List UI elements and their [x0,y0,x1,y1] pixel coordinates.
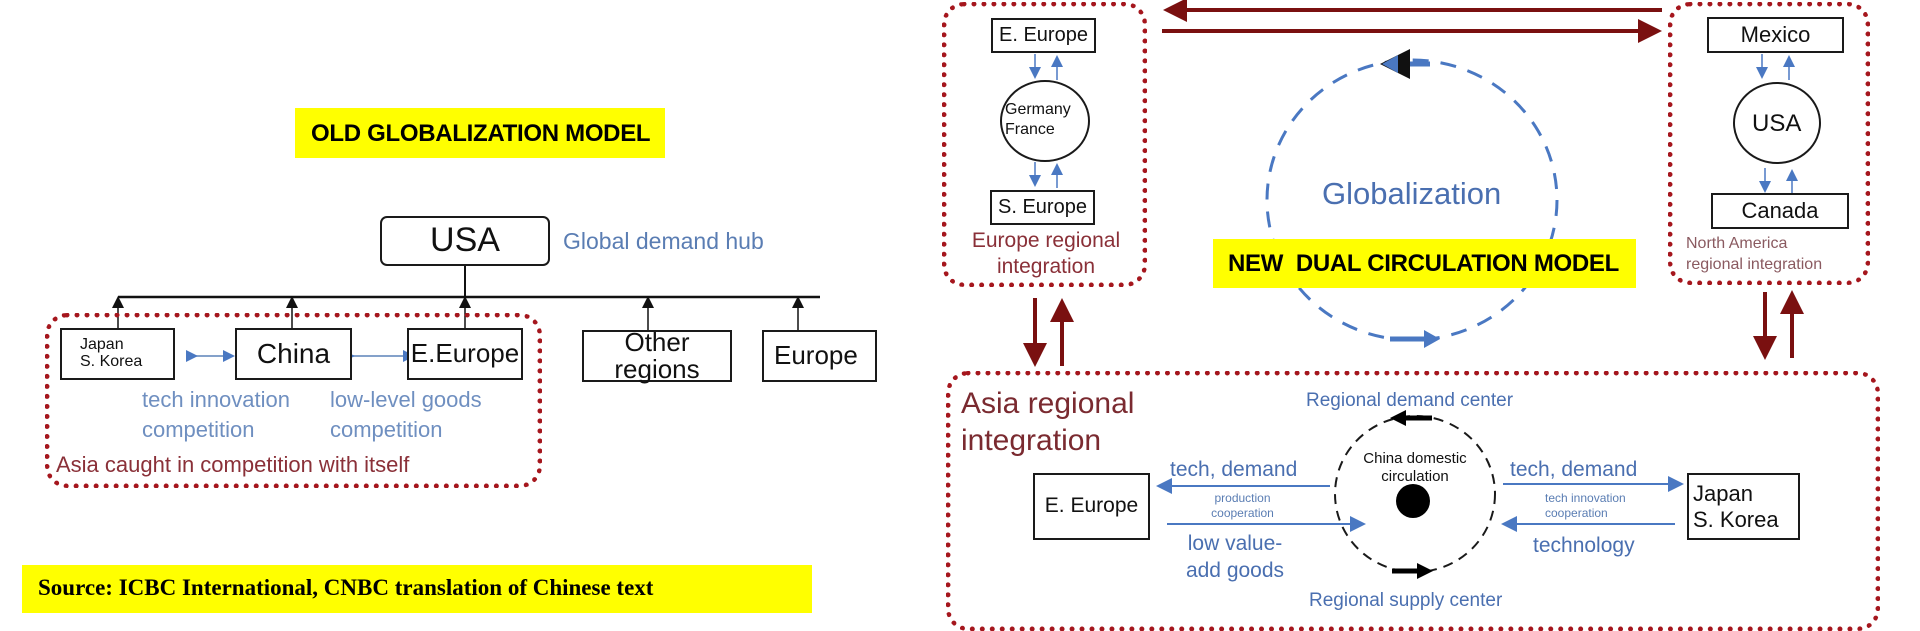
asia-japan-label: Japan [1693,480,1753,506]
globalization-label: Globalization [1322,176,1502,211]
europe-region-caption: Europe regional integration [952,228,1140,280]
low-value-line1: low value- [1187,532,1283,555]
tech-cooperation-line: cooperation [1545,506,1608,520]
usa-hub-box: USA [380,216,550,266]
technology-label: technology [1533,534,1635,557]
na-top-box: Mexico [1707,17,1844,53]
cooperation-line: cooperation [1211,506,1274,520]
production-line: production [1214,491,1271,505]
source-note: Source: ICBC International, CNBC transla… [38,575,654,600]
na-region-caption: North America regional integration [1686,233,1822,275]
china-box: China [235,328,352,380]
old-model-title: OLD GLOBALIZATION MODEL [311,120,651,147]
north-america-region [1668,2,1870,285]
korea-label: S. Korea [80,353,143,370]
mexico-label: Mexico [1740,22,1811,48]
china-circulation-label: China domestic circulation [1352,450,1478,486]
low-value-goods-label: low value- add goods [1170,530,1300,584]
low-value-line2: add goods [1185,559,1285,582]
other-regions-label: Other regions [614,326,700,384]
lowlevel-competition-label: low-level goods competition [330,385,482,445]
e-europe-box: E.Europe [407,328,523,380]
tech-competition-line2: competition [142,417,255,442]
new-title-highlight [1213,239,1636,288]
tech-competition-line1: tech innovation [142,387,290,412]
france-label: France [1005,121,1055,138]
right-tech-demand-label: tech, demand [1510,458,1638,481]
source-highlight [22,565,812,613]
globalization-bottom-arrowhead [1424,330,1440,348]
asia-competition-caption: Asia caught in competition with itself [56,452,410,477]
production-cooperation-label: production cooperation [1180,491,1305,521]
asia-region-caption: Asia regional integration [961,385,1134,459]
na-caption-line1: North America [1686,235,1788,252]
europe-label: Europe [774,340,858,371]
europe-region [942,2,1147,287]
globalization-top-arrowhead [1382,55,1398,73]
canada-label: Canada [1741,198,1819,224]
na-usa-label: USA [1752,110,1802,137]
china-circulation-line2: circulation [1381,468,1449,485]
japan-korea-box: Japan S. Korea [60,328,175,380]
tech-innovation-line: tech innovation [1545,491,1626,505]
na-caption-line2: regional integration [1686,256,1823,273]
lowlevel-competition-line2: competition [330,417,443,442]
regional-supply-center-label: Regional supply center [1309,590,1503,611]
europe-top-label: E. Europe [999,24,1088,46]
supply-center-arrowhead [1417,563,1433,579]
tech-competition-label: tech innovation competition [142,385,290,445]
asia-korea-label: S. Korea [1693,506,1779,532]
lowlevel-competition-line1: low-level goods [330,387,482,412]
e-europe-label: E.Europe [410,338,520,369]
asia-caption-line1: Asia regional [961,387,1135,420]
new-model-title: NEW DUAL CIRCULATION MODEL [1228,250,1619,277]
usa-hub-label: USA [430,221,500,260]
china-label: China [256,338,331,370]
japan-korea-asia-box: Japan S. Korea [1687,473,1800,540]
na-bottom-box: Canada [1711,193,1849,229]
old-title-highlight [295,108,665,158]
europe-caption-line2: integration [996,255,1096,278]
asia-caption-line2: integration [961,424,1102,457]
asia-e-europe-label: E. Europe [1044,494,1139,518]
germany-france-label: Germany France [1005,100,1071,140]
tech-innovation-cooperation-label: tech innovation cooperation [1545,491,1626,521]
other-regions-box: Other regions [582,326,732,384]
europe-bottom-box: S. Europe [990,190,1095,225]
asia-competition-region [45,313,542,488]
europe-caption-line1: Europe regional [971,229,1121,252]
china-core-dot [1396,484,1430,518]
usa-circle [1733,82,1821,164]
germany-label: Germany [1005,101,1071,118]
europe-top-box: E. Europe [991,18,1096,53]
regional-demand-center-label: Regional demand center [1306,390,1514,411]
japan-label: Japan [80,336,124,354]
asia-e-europe-box: E. Europe [1033,473,1150,540]
europe-box: Europe [762,330,877,382]
demand-center-arrowhead [1390,410,1406,426]
global-demand-hub-label: Global demand hub [563,228,764,254]
germany-france-circle [1000,80,1090,162]
europe-bottom-label: S. Europe [998,196,1087,218]
china-circulation-line1: China domestic [1363,450,1467,467]
globalization-circle [1265,58,1559,342]
left-tech-demand-label: tech, demand [1170,458,1298,481]
